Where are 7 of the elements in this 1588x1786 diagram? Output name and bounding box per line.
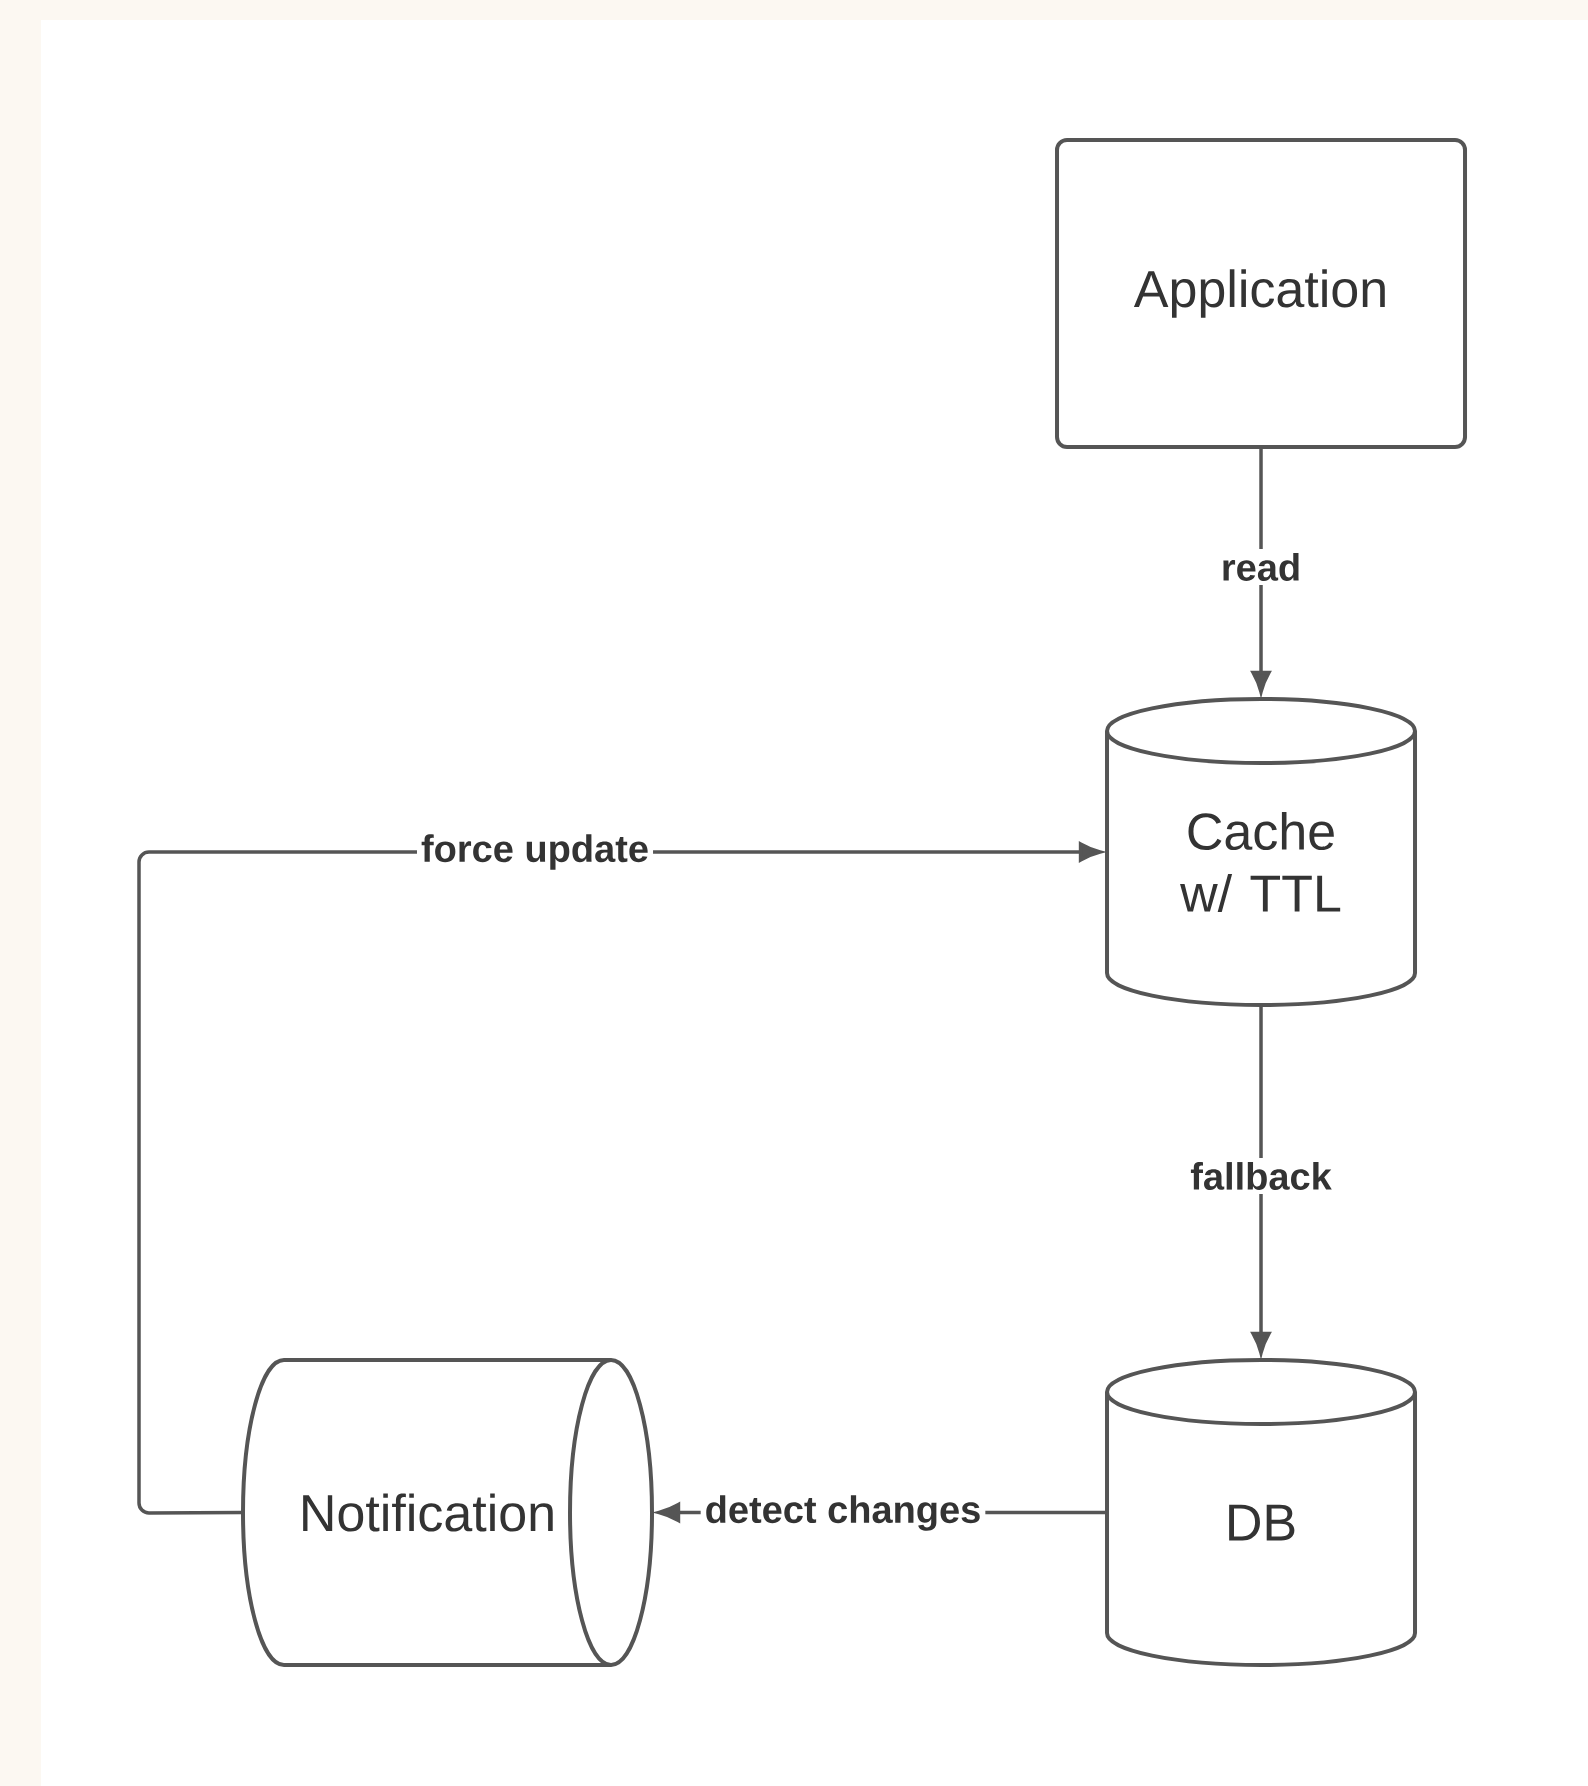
edge-label: read [1216,549,1306,585]
node-label: DB [1229,1504,1295,1541]
database-cylinder: DB [1105,1358,1417,1667]
database-cylinder: Cache w/ TTL [1105,697,1417,1007]
node-label: Cache w/ TTL [1180,811,1341,913]
process-box: Application [1055,138,1467,449]
edge-label: fallback [1186,1158,1336,1194]
